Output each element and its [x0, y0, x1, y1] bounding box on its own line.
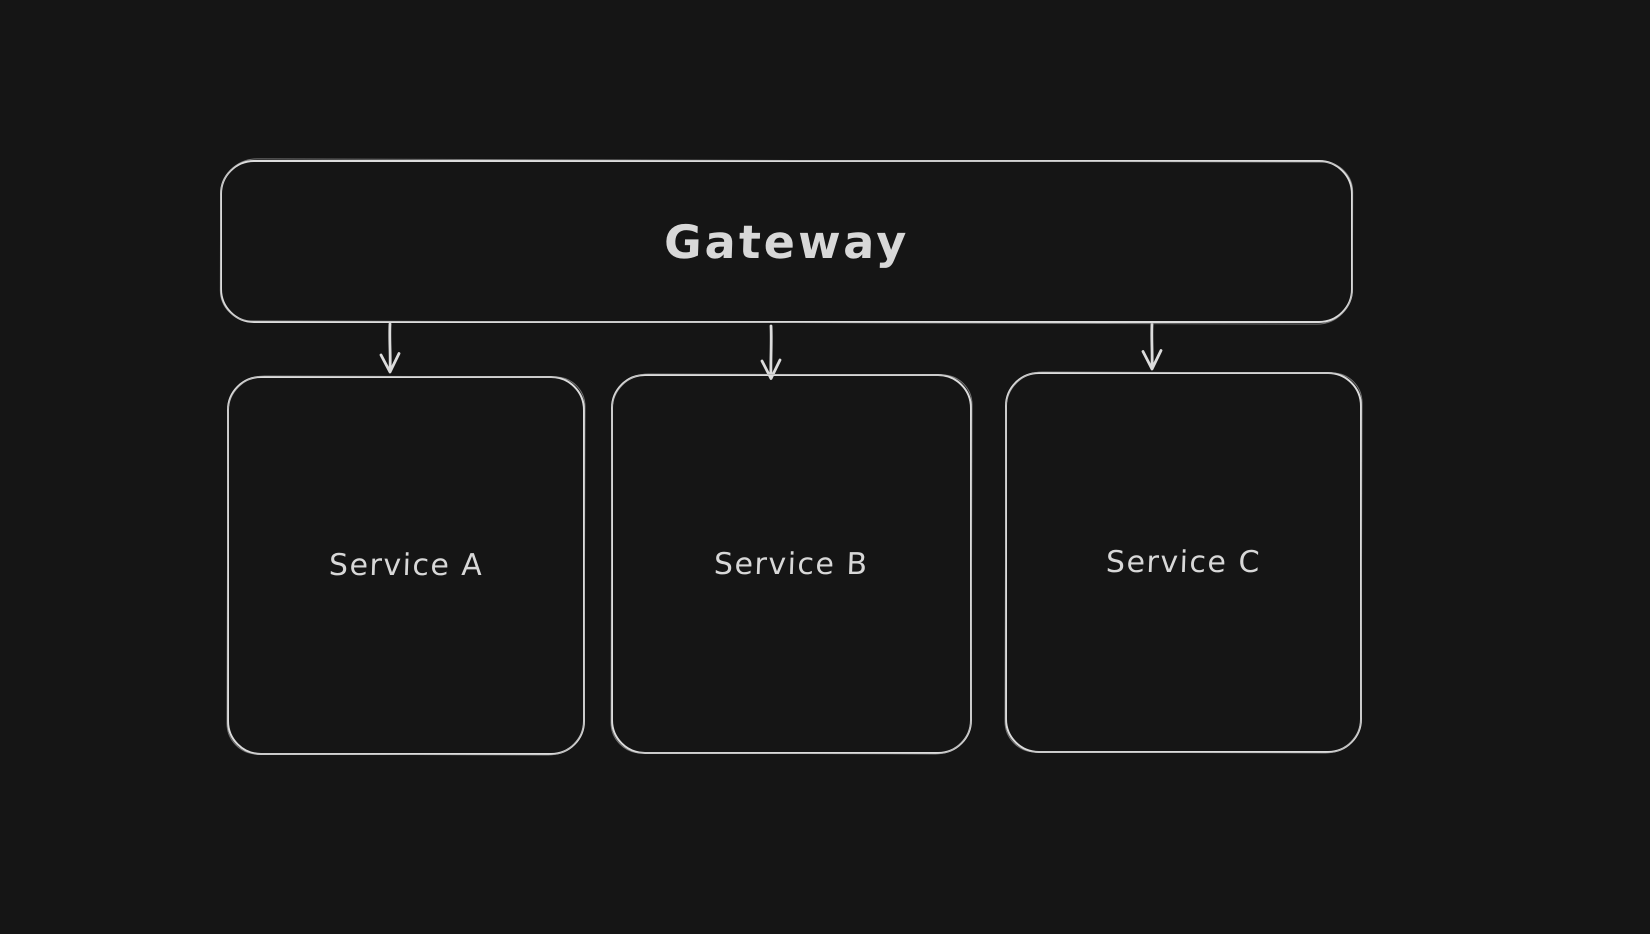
node-service-a[interactable]: Service A [227, 376, 585, 755]
node-gateway[interactable]: Gateway [220, 160, 1353, 323]
node-service-b-label: Service B [713, 546, 870, 582]
node-service-a-label: Service A [328, 548, 484, 583]
arrow-down-icon [1141, 349, 1163, 371]
arrow-down-icon [379, 352, 401, 374]
node-gateway-label: Gateway [663, 214, 910, 269]
node-service-c-label: Service C [1105, 545, 1262, 580]
node-service-c[interactable]: Service C [1005, 372, 1362, 753]
arrow-gateway-to-service-b[interactable] [760, 324, 782, 380]
arrow-gateway-to-service-c[interactable] [1141, 322, 1163, 371]
node-service-b[interactable]: Service B [611, 374, 972, 754]
arrow-gateway-to-service-a[interactable] [379, 322, 401, 374]
